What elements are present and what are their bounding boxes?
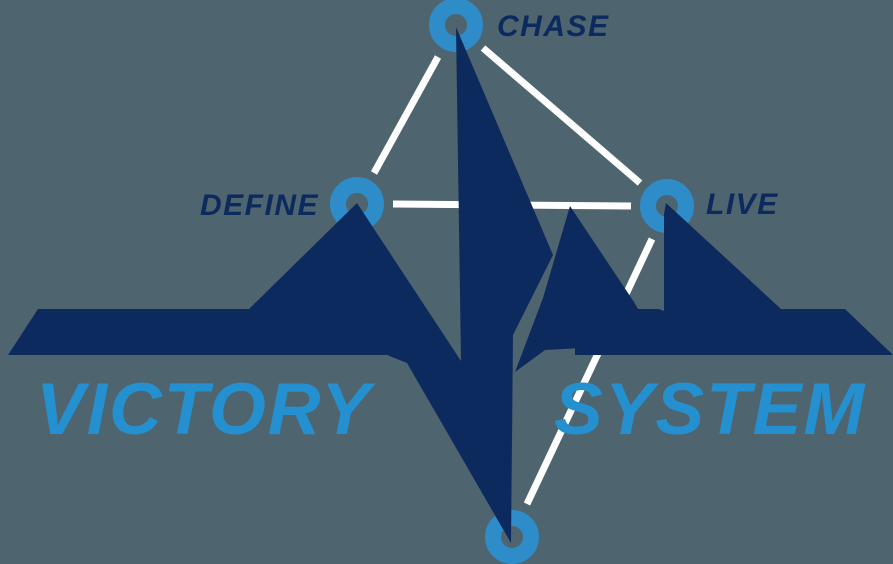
pulse-waveform: [8, 27, 893, 543]
brand-word-victory: VICTORY: [36, 369, 376, 450]
bottom-node-ring: [485, 510, 539, 564]
live-label: LIVE: [706, 188, 779, 221]
connector-live-bottom: [523, 237, 656, 506]
pulse-left-and-spike: [8, 27, 553, 543]
connector-chase-live: [480, 45, 643, 186]
connector-chase-define: [370, 55, 442, 175]
pulse-live-and-right-bar: [575, 203, 893, 355]
chase-label: CHASE: [497, 10, 610, 43]
chase-node-ring: [429, 0, 483, 52]
define-label: DEFINE: [200, 189, 319, 222]
brand-word-system: SYSTEM: [554, 369, 866, 450]
